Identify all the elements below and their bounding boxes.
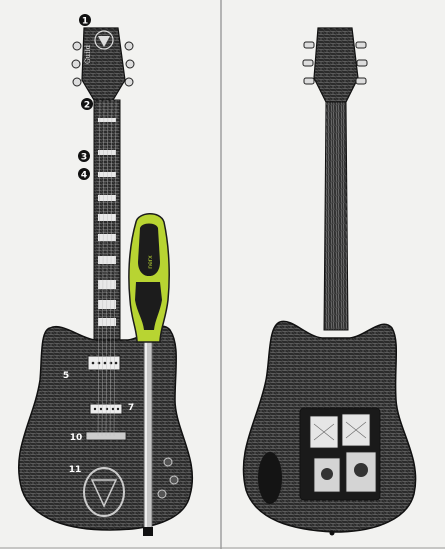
callout-3: 3 — [81, 153, 87, 163]
callout-7: 7 — [128, 403, 134, 413]
callout-2: 2 — [84, 101, 90, 111]
headstock-logo-text: Guild — [84, 44, 92, 64]
strap-button — [330, 531, 335, 536]
callout-4: 4 — [81, 171, 87, 181]
back-headstock — [314, 28, 358, 102]
callout-11: 11 — [69, 465, 82, 475]
back-guitar — [243, 28, 415, 536]
back-neck — [324, 102, 348, 330]
screwdriver-shaft-highlight — [145, 340, 147, 530]
screwdriver-brand: nerx — [147, 255, 154, 269]
callout-10: 10 — [70, 433, 83, 443]
back-shadow-patch — [258, 452, 282, 504]
screwdriver-tip — [143, 527, 153, 536]
callout-5: 5 — [63, 371, 69, 381]
callout-1: 1 — [82, 17, 88, 27]
